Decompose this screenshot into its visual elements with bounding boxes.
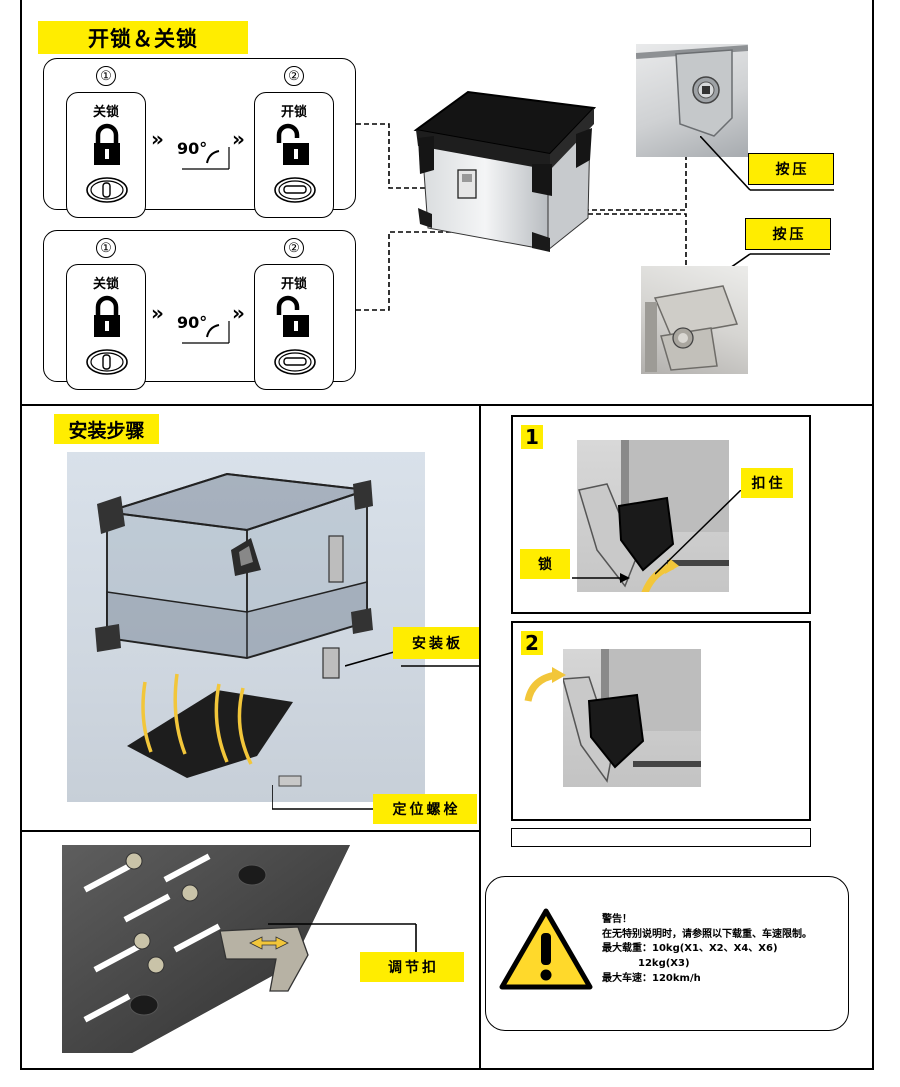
lock-open-label: 开锁 — [280, 277, 307, 292]
empty-bar — [511, 828, 811, 847]
padlock-closed-icon — [86, 295, 128, 375]
lock-closeup-photo-2 — [641, 266, 748, 374]
step-1-number: 1 — [521, 425, 543, 449]
adjust-buckle-label: 调节扣 — [360, 952, 464, 982]
step-number-2: ② — [284, 238, 304, 258]
warning-line-3: 12kg(X3) — [638, 958, 690, 969]
step-2-number: 2 — [521, 631, 543, 655]
step-1-photo — [577, 440, 729, 592]
lock-open-card: 开锁 — [254, 92, 334, 218]
step-1-clip-leader — [655, 490, 742, 575]
lock-closed-label: 关锁 — [92, 105, 119, 120]
step-1-clip-label: 扣住 — [741, 468, 793, 498]
arrow-chevron-icon: » — [232, 127, 245, 151]
press-leader-line-1 — [700, 136, 834, 191]
rotation-arc-icon — [182, 321, 230, 344]
step-1-panel — [511, 415, 811, 614]
warning-line-1: 在无特别说明时，请参照以下载重、车速限制。 — [602, 929, 812, 940]
lock-row-1: ① ② 关锁 » 90° » 开锁 — [43, 58, 356, 218]
outer-border — [20, 0, 874, 1070]
install-section-title: 安装步骤 — [54, 414, 159, 444]
mount-plate-photo — [62, 845, 350, 1053]
warning-line-2: 最大载重：10kg(X1、X2、X4、X6) — [602, 943, 778, 954]
mount-plate-label: 安装板 — [393, 627, 479, 659]
rotation-arc-icon — [182, 147, 230, 170]
press-label-1: 按压 — [748, 153, 834, 185]
lock-row-2: ① ② 关锁 » 90° » 开锁 — [43, 230, 356, 390]
press-label-2: 按压 — [745, 218, 831, 250]
lock-open-card: 开锁 — [254, 264, 334, 390]
padlock-open-icon — [274, 123, 316, 203]
step-number-2: ② — [284, 66, 304, 86]
step-2-rotate-arrow-icon — [524, 667, 566, 702]
lock-open-label: 开锁 — [280, 105, 307, 120]
step-2-photo — [563, 649, 701, 787]
warning-line-4: 最大车速：120km/h — [602, 973, 701, 984]
rotation-angle: 90° — [177, 313, 208, 332]
warning-triangle-icon — [499, 908, 593, 990]
arrow-chevron-icon: » — [232, 301, 245, 325]
warning-panel: 警告！ 在无特别说明时，请参照以下载重、车速限制。 最大载重：10kg(X1、X… — [485, 876, 849, 1031]
step-number-1: ① — [96, 238, 116, 258]
lock-closed-card: 关锁 — [66, 92, 146, 218]
step-2-panel — [511, 621, 811, 821]
arrow-chevron-icon: » — [151, 301, 164, 325]
locating-bolt-leader — [272, 785, 376, 810]
locating-bolt-label: 定位螺栓 — [373, 794, 477, 824]
lock-closed-card: 关锁 — [66, 264, 146, 390]
warning-heading: 警告！ — [602, 914, 632, 925]
section-divider-horizontal — [20, 404, 874, 406]
arrow-chevron-icon: » — [151, 127, 164, 151]
top-case-illustration — [413, 90, 597, 252]
step-number-1: ① — [96, 66, 116, 86]
mount-plate-leader — [345, 649, 480, 667]
step-1-lock-arrow — [572, 573, 630, 583]
section-divider-left-lower — [20, 830, 480, 832]
step-1-lock-label: 锁 — [520, 549, 570, 579]
lock-section-title: 开锁＆关锁 — [38, 21, 248, 54]
section-divider-vertical — [479, 404, 481, 1068]
lock-closed-label: 关锁 — [92, 277, 119, 292]
rotation-angle: 90° — [177, 139, 208, 158]
padlock-closed-icon — [86, 123, 128, 203]
lock-closeup-photo-1 — [636, 44, 748, 157]
install-exploded-illustration — [67, 452, 425, 802]
adjust-buckle-leader — [268, 923, 417, 952]
padlock-open-icon — [274, 295, 316, 375]
